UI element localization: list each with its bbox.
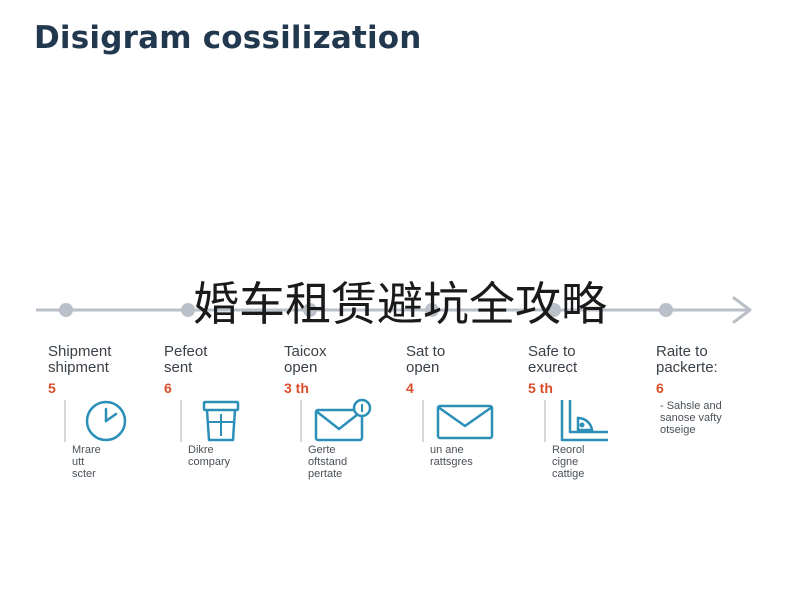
- ruler-icon: [560, 400, 608, 442]
- step-number: 6: [656, 380, 664, 396]
- timeline: [36, 296, 752, 324]
- overlay-caption: 婚车租赁避坑全攻略: [193, 277, 607, 331]
- step-6: Raite to packerte: 6 - Sahsle and sanose…: [656, 343, 778, 437]
- step-number: 3 th: [284, 380, 309, 396]
- timeline-dot: [303, 303, 317, 317]
- step-title: Shipment shipment: [48, 343, 112, 376]
- timeline-dot: [659, 303, 673, 317]
- bin-icon: [202, 400, 240, 442]
- step-description: Reorol cigne cattige: [552, 444, 585, 480]
- mail-notify-icon: [314, 398, 372, 442]
- step-description: Gerte oftstand pertate: [308, 444, 348, 480]
- step-divider: [64, 400, 66, 442]
- step-number: 4: [406, 380, 414, 396]
- step-number: 6: [164, 380, 172, 396]
- step-5: Safe to exurect 5 th Reorol cigne cattig…: [528, 343, 650, 480]
- step-1: Shipment shipment 5 Mrare utt scter: [48, 343, 170, 480]
- step-description: - Sahsle and sanose vafty otseige: [660, 400, 722, 436]
- step-title: Safe to exurect: [528, 343, 578, 376]
- step-number: 5: [48, 380, 56, 396]
- step-description: Mrare utt scter: [72, 444, 101, 480]
- step-divider: [300, 400, 302, 442]
- step-divider: [180, 400, 182, 442]
- timeline-arrowhead: [732, 296, 752, 324]
- step-divider: [422, 400, 424, 442]
- step-2: Pefeot sent 6 Dikre compary: [164, 343, 286, 468]
- clock-icon: [85, 400, 127, 442]
- timeline-dot: [547, 303, 561, 317]
- step-4: Sat to open 4 un ane rattsgres: [406, 343, 528, 468]
- timeline-dot: [181, 303, 195, 317]
- step-3: Taicox open 3 th Gerte oftstand pertate: [284, 343, 406, 480]
- step-description: un ane rattsgres: [430, 444, 473, 468]
- step-title: Pefeot sent: [164, 343, 208, 376]
- page-title: Disigram cossilization: [34, 20, 422, 56]
- timeline-dot: [425, 303, 439, 317]
- step-title: Sat to open: [406, 343, 446, 376]
- envelope-icon: [436, 404, 494, 440]
- step-title: Raite to packerte:: [656, 343, 718, 376]
- step-number: 5 th: [528, 380, 553, 396]
- timeline-dot: [59, 303, 73, 317]
- step-divider: [544, 400, 546, 442]
- step-title: Taicox open: [284, 343, 327, 376]
- step-description: Dikre compary: [188, 444, 231, 468]
